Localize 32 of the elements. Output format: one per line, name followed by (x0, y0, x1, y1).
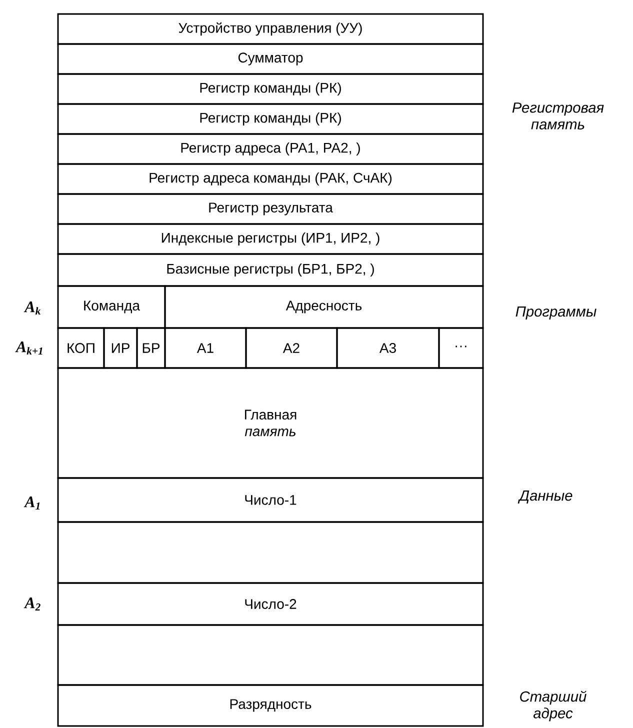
address-label: A$_{k}$ (24, 302, 41, 314)
memory-cell: ··· (438, 327, 484, 369)
memory-cell: Число-1 (57, 477, 484, 523)
memory-cell: А1 (164, 327, 247, 369)
memory-cell: Число-2 (57, 582, 484, 626)
memory-cell: Главная память (57, 367, 484, 479)
memory-cell: А2 (245, 327, 338, 369)
memory-cell: Команда (57, 285, 166, 329)
area-label: Старший адрес (520, 690, 586, 722)
address-label: A$_{k+1}$ (15, 342, 42, 354)
area-label: Программы (516, 306, 596, 320)
area-label: Данные (518, 490, 572, 504)
memory-cell: А3 (336, 327, 440, 369)
memory-cell: Регистр команды (РК) (57, 73, 484, 105)
memory-cell: Устройство управления (УУ) (57, 13, 484, 45)
memory-cell: Адресность (164, 285, 484, 329)
memory-cell: Регистр адреса (РА1, РА2, ) (57, 133, 484, 165)
memory-cell: КОП (57, 327, 105, 369)
memory-cell: Базисные регистры (БР1, БР2, ) (57, 253, 484, 287)
memory-cell: Регистр результата (57, 193, 484, 225)
empty-cell (57, 521, 484, 584)
memory-cell: Регистр команды (РК) (57, 103, 484, 135)
address-label: A$_{1}$ (24, 496, 40, 510)
memory-cell: Регистр адреса команды (РАК, СчАК) (57, 163, 484, 195)
area-label: Регистровая память (512, 102, 604, 130)
empty-cell (57, 624, 484, 686)
memory-cell: ИР (103, 327, 138, 369)
memory-cell: Индексные регистры (ИР1, ИР2, ) (57, 223, 484, 255)
address-label: A$_{2}$ (24, 598, 40, 610)
memory-cell: Разрядность (57, 684, 484, 727)
memory-cell: БР (136, 327, 166, 369)
memory-cell: Сумматор (57, 43, 484, 75)
